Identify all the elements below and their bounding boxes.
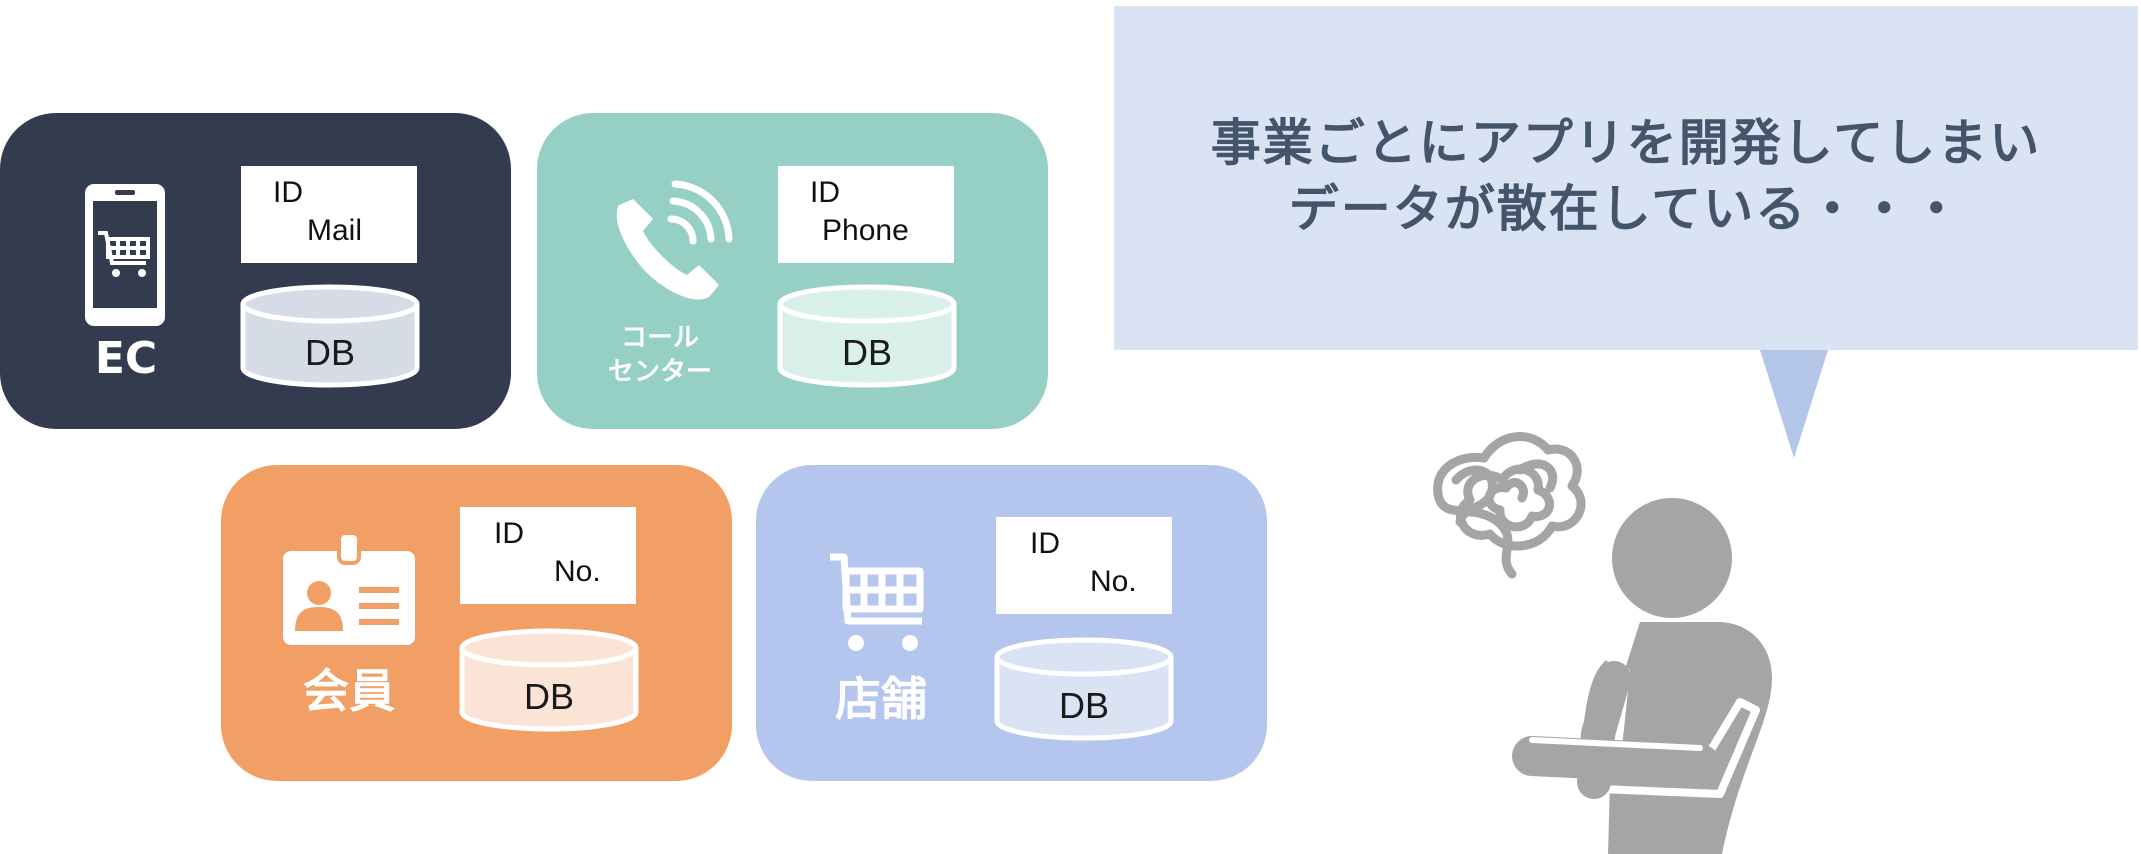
id-card-icon — [283, 533, 415, 645]
db-label: DB — [841, 332, 892, 373]
id-box: ID Phone — [778, 166, 954, 263]
db-label: DB — [523, 676, 574, 717]
member-card: 会員 ID No. DB — [221, 465, 732, 781]
card-label-call: コール センター — [595, 321, 725, 389]
bubble-text-line: 事業ごとにアプリを開発してしまい — [1210, 114, 2042, 172]
card-label-member: 会員 — [289, 655, 409, 721]
id-label: ID — [810, 176, 840, 209]
id-type-label: No. — [1090, 565, 1137, 598]
ec-card: EC ID Mail DB — [0, 113, 511, 429]
database-cylinder: DB — [459, 628, 639, 736]
db-label: DB — [1058, 685, 1109, 726]
card-label-line: センター — [607, 357, 712, 387]
id-box: ID Mail — [241, 166, 417, 263]
store-card: 店舗 ID No. DB — [756, 465, 1267, 781]
bubble-text-line: データが散在している・・・ — [1288, 180, 1964, 238]
smartphone-cart-icon — [85, 184, 165, 326]
database-cylinder: DB — [240, 284, 420, 392]
database-cylinder: DB — [777, 284, 957, 392]
card-label-line: 会員 — [303, 664, 395, 718]
bubble-text: 事業ごとにアプリを開発してしまい データが散在している・・・ — [1114, 110, 2138, 242]
card-label-ec: EC — [76, 333, 176, 384]
id-type-label: Mail — [307, 214, 363, 247]
db-label: DB — [304, 332, 355, 373]
database-cylinder: DB — [994, 637, 1174, 745]
card-label-line: 店舗 — [835, 672, 927, 726]
id-label: ID — [273, 176, 303, 209]
card-label-line: コール — [620, 323, 699, 353]
card-label-store: 店舗 — [816, 663, 946, 729]
id-box: ID No. — [460, 507, 636, 604]
id-label: ID — [1030, 527, 1060, 560]
card-label-line: EC — [94, 333, 158, 384]
speech-bubble: 事業ごとにアプリを開発してしまい データが散在している・・・ — [1114, 6, 2138, 350]
shopping-cart-icon — [830, 553, 924, 651]
id-type-label: No. — [554, 555, 601, 588]
id-box: ID No. — [996, 517, 1172, 614]
id-label: ID — [494, 517, 524, 550]
speech-bubble-tail — [1760, 350, 1828, 458]
tangled-thought-icon — [1433, 432, 1586, 579]
call-center-card: コール センター ID Phone DB — [537, 113, 1048, 429]
confused-person-icon — [1433, 432, 1772, 854]
id-type-label: Phone — [822, 214, 909, 247]
phone-call-icon — [616, 180, 733, 300]
